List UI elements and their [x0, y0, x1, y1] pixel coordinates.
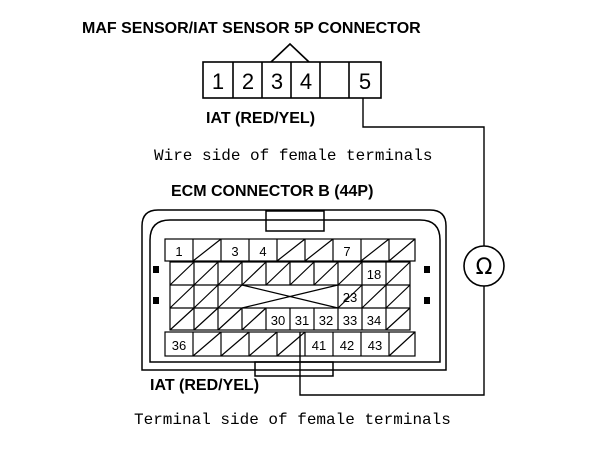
ecm-pin-18: 18 [367, 267, 381, 282]
maf-pin-1: 1 [212, 69, 224, 94]
maf-pin-4: 4 [300, 69, 312, 94]
ecm-pin-32: 32 [319, 313, 333, 328]
ecm-pin-30: 30 [271, 313, 285, 328]
ecm-connector-housing [141, 209, 447, 377]
ecm-pin-3: 3 [231, 244, 238, 259]
ecm-pin-labels: 1 3 4 7 18 23 30 31 32 33 34 36 41 42 43 [172, 244, 382, 353]
ecm-blocked-cavities [169, 238, 416, 357]
ecm-side-tabs [153, 266, 430, 304]
ohm-icon: Ω [476, 255, 493, 280]
maf-pin-2: 2 [242, 69, 254, 94]
maf-wire-label: IAT (RED/YEL) [206, 110, 315, 127]
ecm-pin-23: 23 [343, 290, 357, 305]
ohmmeter: Ω [463, 245, 505, 287]
ecm-wire-label: IAT (RED/YEL) [150, 377, 259, 394]
ecm-caption: Terminal side of female terminals [134, 411, 451, 429]
ecm-pin-4: 4 [259, 244, 266, 259]
ecm-pin-33: 33 [343, 313, 357, 328]
maf-pin-5: 5 [359, 69, 371, 94]
maf-pin-labels: 1 2 3 4 5 [212, 69, 371, 94]
ecm-pin-31: 31 [295, 313, 309, 328]
maf-pin-3: 3 [271, 69, 283, 94]
maf-connector [202, 42, 382, 99]
maf-connector-title: MAF SENSOR/IAT SENSOR 5P CONNECTOR [82, 20, 421, 37]
ecm-pin-41: 41 [312, 338, 326, 353]
ecm-pin-7: 7 [343, 244, 350, 259]
ecm-pin-42: 42 [340, 338, 354, 353]
ecm-connector-title: ECM CONNECTOR B (44P) [171, 183, 373, 200]
ecm-pin-36: 36 [172, 338, 186, 353]
ecm-pin-43: 43 [368, 338, 382, 353]
ecm-pin-34: 34 [367, 313, 381, 328]
test-wire [299, 98, 485, 396]
maf-caption: Wire side of female terminals [154, 147, 432, 165]
ecm-pin-1: 1 [175, 244, 182, 259]
